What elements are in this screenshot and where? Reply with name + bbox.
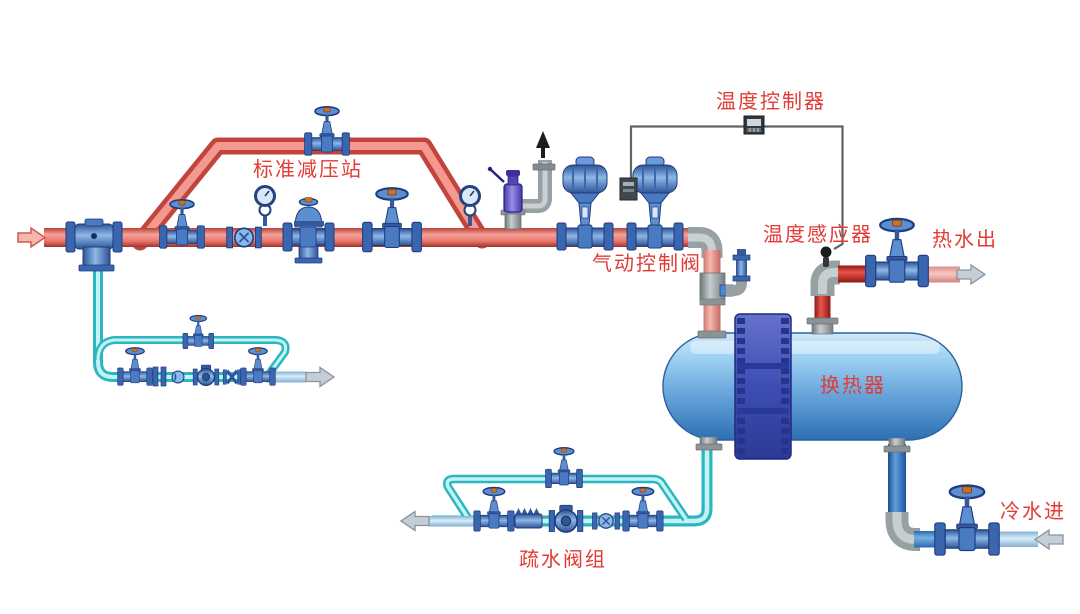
drain-union-fitting xyxy=(221,368,243,386)
sight-glass-fitting xyxy=(225,226,263,249)
hot-water-out-branch xyxy=(810,246,986,296)
warmup-branch-valve xyxy=(719,249,751,297)
trap-bypass-valve xyxy=(544,447,584,489)
condensate-out-arrow-icon xyxy=(400,510,430,532)
label-cold-water-in: 冷水进 xyxy=(1000,500,1066,523)
steam-trap-2 xyxy=(548,504,584,533)
label-temperature-controller: 温度控制器 xyxy=(716,90,826,113)
exchanger-condensate-pipe xyxy=(432,450,713,527)
vent-arrow-icon xyxy=(536,131,550,148)
cold-water-in-branch xyxy=(885,512,1064,551)
signal-wire xyxy=(629,125,844,250)
trap-gate-valve-2 xyxy=(622,486,664,532)
labels: 标准减压站 温度控制器 温度感应器 热水出 气动控制阀 换热器 疏水阀组 冷水进 xyxy=(253,90,1066,571)
hot-water-riser-pipe xyxy=(814,288,831,324)
trap-gate-valve-1 xyxy=(473,486,515,532)
label-pressure-reducing-station: 标准减压站 xyxy=(253,158,363,181)
label-heat-exchanger: 换热器 xyxy=(820,374,886,397)
steam-inlet-arrow-icon xyxy=(17,227,46,248)
steam-trap-1 xyxy=(192,364,220,386)
label-temperature-sensor: 温度感应器 xyxy=(763,223,873,246)
condensate-outlet-pipe xyxy=(428,516,478,527)
cold-water-riser-pipe xyxy=(888,444,906,524)
exchanger-trap-group xyxy=(473,447,664,533)
drain-bypass-valve xyxy=(182,314,215,350)
pressure-reducing-valve xyxy=(282,197,335,264)
exchanger-nozzles xyxy=(695,298,911,453)
pressure-gauge-upstream xyxy=(254,185,276,228)
hot-water-out-arrow-icon xyxy=(956,264,986,285)
cold-water-in-arrow-icon xyxy=(1034,529,1064,550)
separator-trap-group xyxy=(116,314,276,387)
drain-outlet-pipe xyxy=(266,371,306,383)
valve-positioner-box xyxy=(619,177,638,201)
label-trap-valve-group: 疏水阀组 xyxy=(519,548,607,571)
bypass-gate-valve xyxy=(303,106,351,156)
cold-water-inlet-valve xyxy=(933,484,1001,557)
downstream-gate-valve xyxy=(361,187,423,253)
steam-drop-pipe xyxy=(688,227,751,336)
label-hot-water-out: 热水出 xyxy=(932,228,998,251)
drain-gate-valve-1 xyxy=(116,347,153,386)
exchanger-channel-head xyxy=(734,313,792,460)
temperature-sensor-probe xyxy=(820,246,832,267)
temperature-control-signal xyxy=(629,115,844,250)
drain-check-valve xyxy=(171,370,185,384)
inlet-separator-tee xyxy=(65,218,123,272)
sight-check xyxy=(591,512,621,530)
pneumatic-control-valve-1 xyxy=(556,156,614,251)
strainer xyxy=(514,507,543,529)
temperature-controller-box xyxy=(743,115,765,135)
safety-relief-valve xyxy=(487,131,556,230)
vent-arrow-stem xyxy=(541,146,545,158)
hot-water-outlet-valve xyxy=(864,217,930,288)
separator-drain-bypass-pipe xyxy=(94,336,290,381)
pneumatic-control-valve-2 xyxy=(626,156,684,251)
label-pneumatic-control-valve: 气动控制阀 xyxy=(592,252,702,275)
drain-out-arrow-icon xyxy=(305,366,335,388)
separator-drain-pipe xyxy=(93,268,268,382)
